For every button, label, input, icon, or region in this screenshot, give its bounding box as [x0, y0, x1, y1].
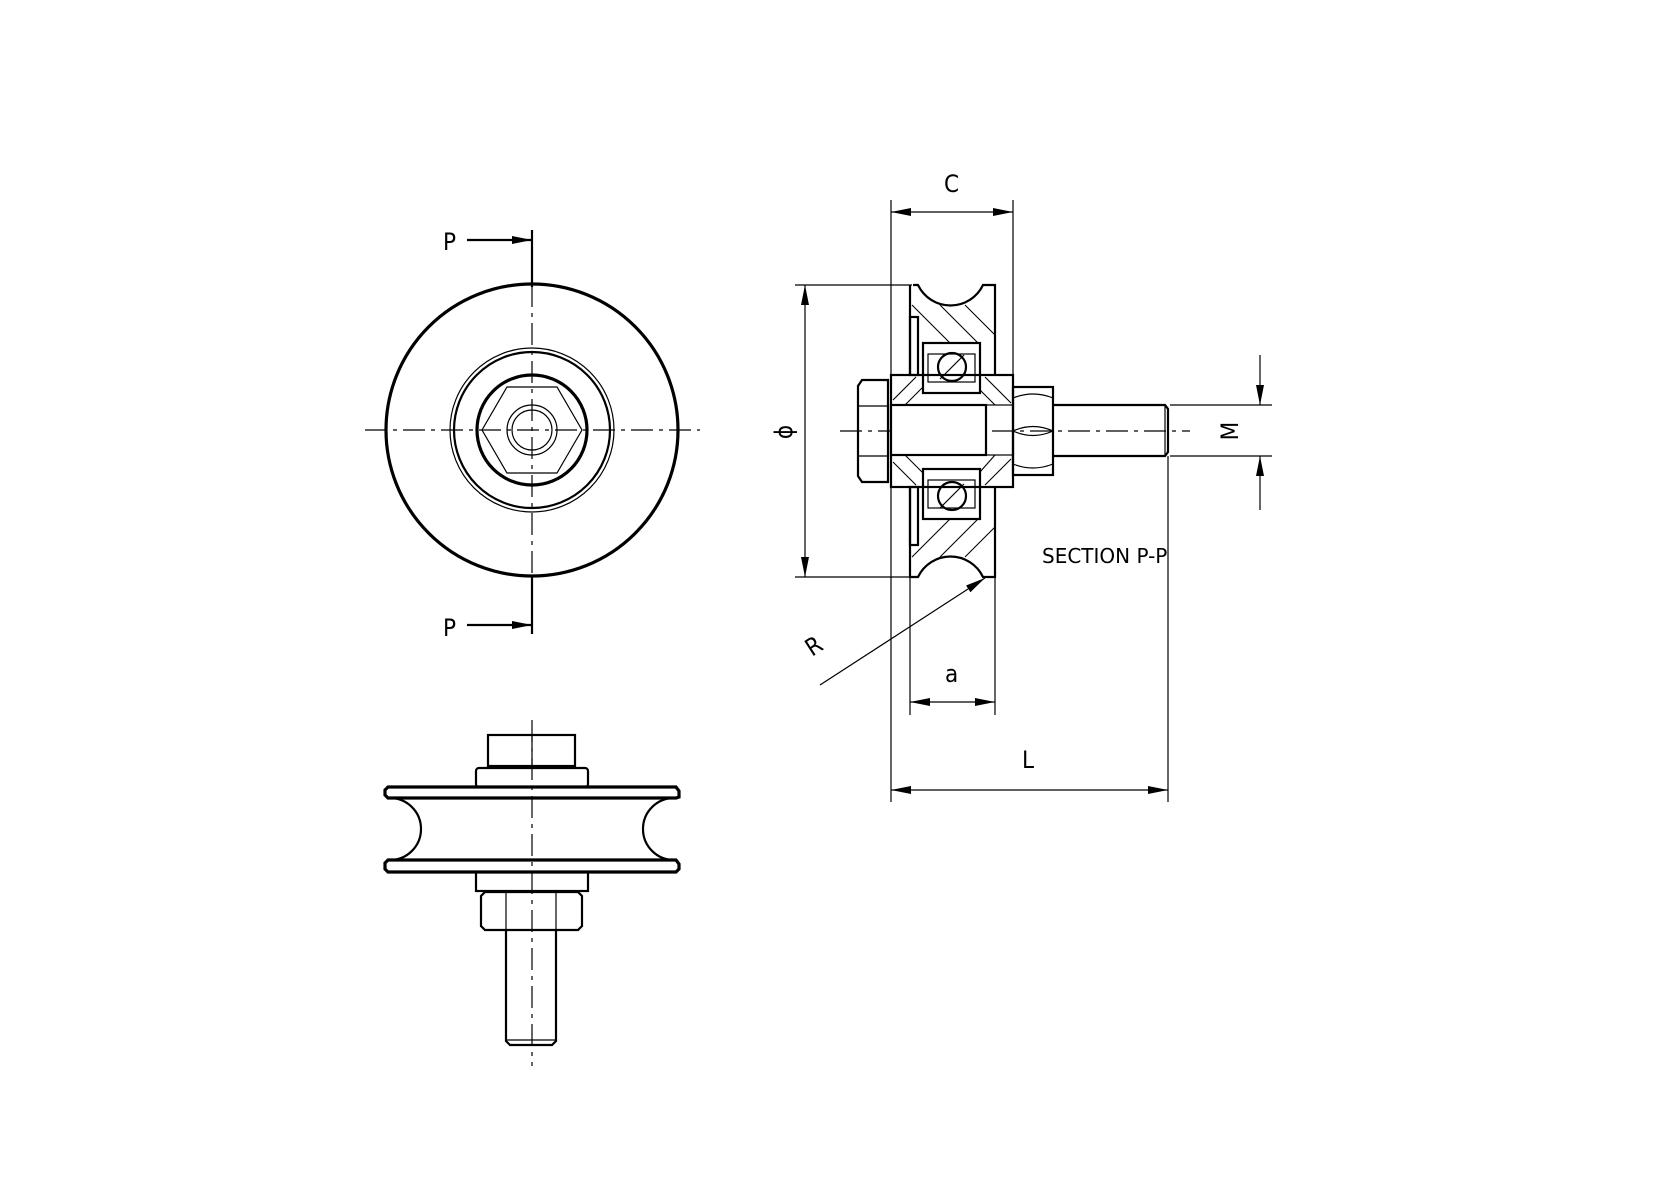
- bolt-shank: [889, 403, 988, 457]
- seal-bottom: [908, 485, 920, 547]
- side-stud: [504, 930, 558, 1047]
- bolt-head: [856, 378, 890, 484]
- m-label: M: [1216, 422, 1244, 441]
- side-flange-bottom: [383, 858, 681, 874]
- bolt-inner-circle: [511, 409, 553, 451]
- bolt-outer-circle: [506, 404, 558, 456]
- washer-circle: [475, 373, 589, 487]
- wheel-outer-circle: [384, 282, 680, 578]
- wheel-hatching: [911, 304, 996, 558]
- ball-bottom: [936, 480, 968, 512]
- section-view: C ϕ M SECTION P-P R a L: [770, 170, 1272, 802]
- seal-top: [908, 315, 920, 377]
- r-leader: [819, 577, 986, 686]
- hub-inner-circle: [452, 350, 612, 510]
- threaded-stud: [1053, 403, 1170, 458]
- r-label: R: [800, 630, 828, 662]
- side-flange-top: [383, 785, 681, 800]
- c-label: C: [944, 170, 959, 198]
- diameter-label: ϕ: [770, 425, 798, 439]
- bolt-thread-inner: [985, 404, 1014, 456]
- sleeve-hatching: [892, 376, 1012, 486]
- hex-nut: [481, 386, 583, 474]
- a-label: a: [945, 660, 958, 688]
- section-title: SECTION P-P: [1042, 544, 1167, 568]
- ball-top: [936, 351, 968, 383]
- nut-facets: [1012, 393, 1054, 469]
- section-marker-bottom: P: [443, 614, 456, 642]
- bearing-bottom-race: [927, 479, 976, 509]
- side-groove: [389, 796, 675, 862]
- side-view: [383, 720, 681, 1066]
- hub-outer-circle: [449, 347, 615, 513]
- l-label: L: [1022, 746, 1034, 774]
- bearing-bottom: [921, 467, 982, 521]
- front-view: P P: [365, 228, 700, 642]
- side-nut: [479, 890, 584, 932]
- section-marker-top: P: [443, 228, 456, 256]
- bearing-top: [921, 341, 982, 395]
